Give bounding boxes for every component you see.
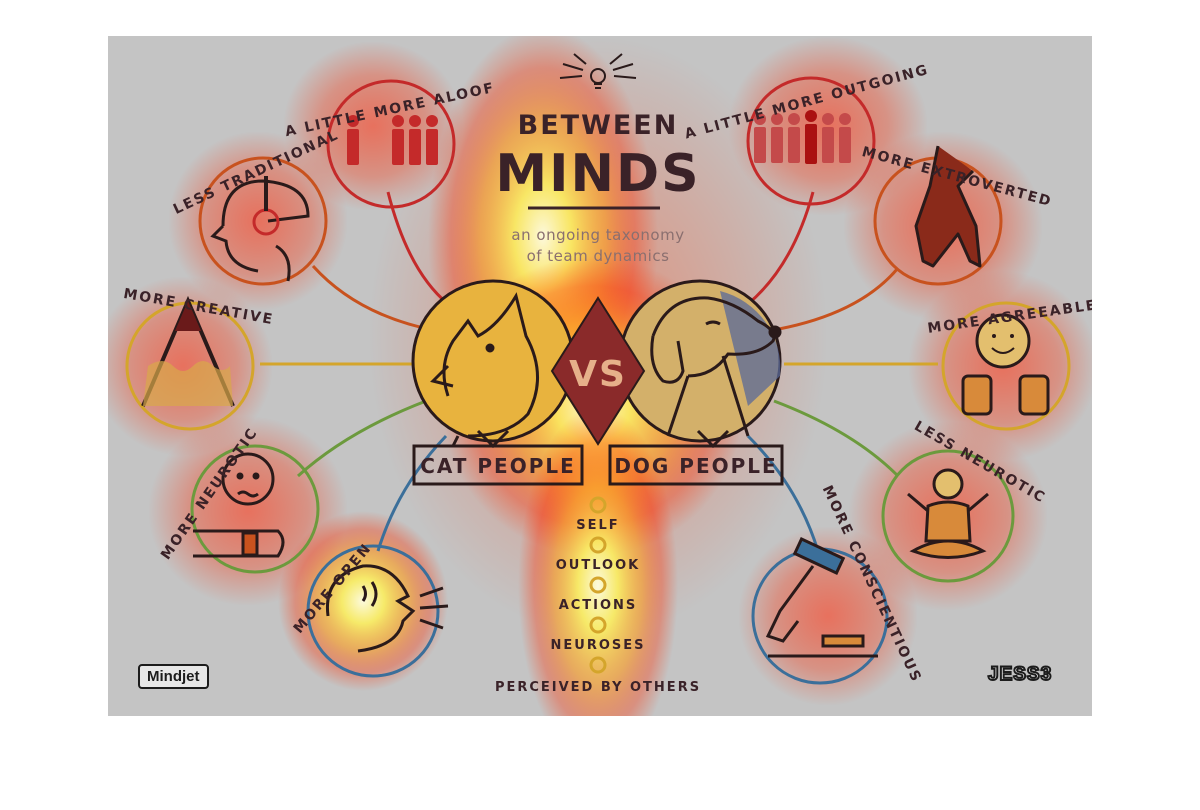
people-icon — [754, 110, 851, 164]
title-line1: BETWEEN — [518, 110, 679, 141]
dog-portrait — [618, 279, 782, 449]
cat-portrait — [411, 279, 575, 449]
trait-node-outgoing — [746, 76, 876, 206]
legend-outlook: OUTLOOK — [556, 558, 640, 573]
legend-self: SELF — [576, 518, 619, 533]
dog-people-text: DOG PEOPLE — [614, 454, 777, 478]
legend-dot-self — [589, 496, 607, 514]
legend-dot-perceived — [589, 656, 607, 674]
legend-dot-outlook — [589, 536, 607, 554]
subtitle-line1: an ongoing taxonomy — [511, 226, 684, 244]
trait-node-agreeable — [941, 301, 1071, 431]
meditating-person-icon — [907, 468, 989, 559]
cat-icon — [430, 292, 539, 449]
infographic: BETWEEN MINDS an ongoing taxonomy of tea… — [108, 36, 1092, 716]
jess3-logo: JESS3 — [987, 663, 1053, 686]
trait-node-creative — [125, 295, 255, 431]
trait-node-neurotic-cat — [190, 444, 320, 574]
pencil-icon — [141, 295, 235, 407]
cat-people-label: CAT PEOPLE — [412, 444, 584, 486]
lightbulb-icon — [559, 53, 637, 89]
versus-diamond: VS — [550, 296, 646, 446]
legend-neuroses: NEUROSES — [551, 638, 646, 653]
headphones-icon — [210, 176, 310, 282]
dog-people-label: DOG PEOPLE — [608, 444, 784, 486]
thumbs-up-icon — [961, 313, 1050, 416]
shouting-face-icon — [325, 564, 449, 653]
people-icon — [347, 115, 438, 165]
subtitle-line2: of team dynamics — [527, 247, 670, 265]
poster: BETWEEN MINDS an ongoing taxonomy of tea… — [108, 36, 1092, 716]
legend: SELF OUTLOOK ACTIONS NEUROSES PERCEIVED … — [495, 496, 701, 695]
legend-perceived: PERCEIVED BY OTHERS — [495, 680, 701, 695]
trait-node-open — [306, 544, 449, 678]
trait-node-aloof — [326, 79, 456, 209]
trait-node-extroverted — [873, 145, 1003, 286]
gavel-icon — [765, 537, 878, 658]
jumping-person-icon — [914, 145, 982, 268]
cat-people-text: CAT PEOPLE — [420, 454, 576, 478]
vs-label: VS — [569, 354, 627, 395]
trait-node-conscientious — [751, 537, 889, 685]
trait-node-traditional — [198, 156, 328, 286]
legend-dot-actions — [589, 576, 607, 594]
wristwatch-icon — [193, 452, 285, 558]
dog-icon — [650, 296, 782, 449]
title-line2: MINDS — [495, 144, 700, 204]
legend-dot-neuroses — [589, 616, 607, 634]
trait-node-less-neurotic — [881, 449, 1015, 583]
cat-circle — [411, 279, 575, 443]
mindjet-logo: Mindjet — [138, 664, 209, 689]
legend-actions: ACTIONS — [559, 598, 638, 613]
